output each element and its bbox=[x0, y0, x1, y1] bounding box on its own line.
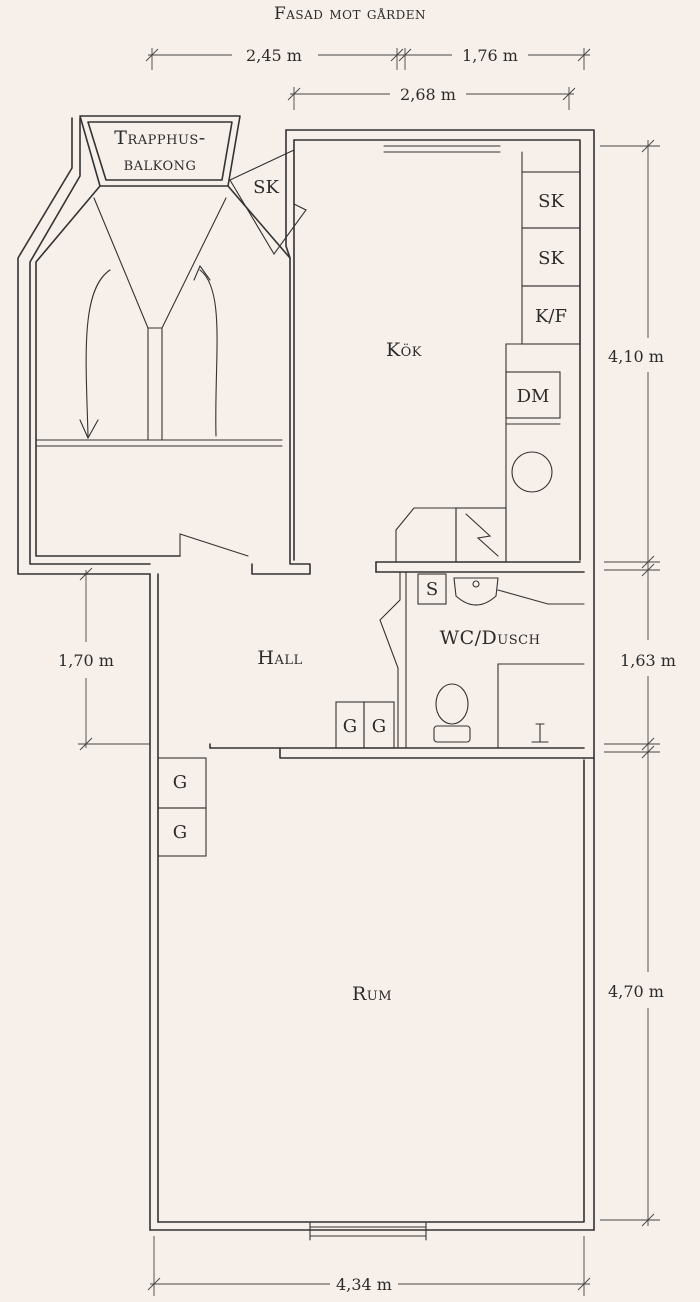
fixture-g-4: G bbox=[173, 822, 187, 843]
dimension-label: 2,45 m bbox=[246, 46, 302, 65]
room-label-hall: Hall bbox=[257, 647, 302, 669]
dimension-label: 2,68 m bbox=[400, 85, 456, 104]
kitchen-fixtures: SK SK SK K/F DM bbox=[229, 149, 581, 563]
toilet-cistern bbox=[433, 725, 471, 743]
fixture-kf: K/F bbox=[535, 306, 567, 327]
room-label-balcony-line2: balkong bbox=[124, 153, 197, 175]
fixture-sk-1: SK bbox=[538, 191, 564, 212]
shower-icon bbox=[531, 723, 549, 743]
dimension-label: 1,63 m bbox=[620, 651, 676, 670]
fixture-g-2: G bbox=[372, 716, 386, 737]
dimension-right-wc: 1,63 m bbox=[604, 555, 676, 750]
fixture-sk-2: SK bbox=[538, 248, 564, 269]
dimension-left-hall: 1,70 m bbox=[58, 567, 150, 751]
dimension-label: 4,34 m bbox=[336, 1275, 392, 1294]
walls bbox=[149, 129, 595, 1241]
facade-label: Fasad mot gården bbox=[274, 4, 426, 24]
fixture-dm: DM bbox=[517, 386, 550, 407]
hall-cabinets: G G G G bbox=[157, 701, 395, 857]
dimension-top-inner: 2,68 m bbox=[287, 85, 576, 110]
dimension-right-room: 4,70 m bbox=[600, 737, 664, 1227]
room-label-balcony-line1: Trapphus- bbox=[114, 127, 205, 149]
dimension-label: 1,76 m bbox=[462, 46, 518, 65]
stairwell bbox=[17, 115, 291, 575]
toilet-icon bbox=[435, 683, 469, 725]
stove-icon bbox=[511, 451, 553, 493]
dimension-bottom: 4,34 m bbox=[147, 1236, 591, 1296]
fixture-g-1: G bbox=[343, 716, 357, 737]
faucet-icon bbox=[472, 580, 480, 588]
bathroom-fixtures: S bbox=[417, 573, 549, 743]
fixture-g-3: G bbox=[173, 772, 187, 793]
fixture-sk-corner: SK bbox=[253, 177, 279, 198]
room-label-room: Rum bbox=[352, 983, 392, 1005]
dimension-top-right: 1,76 m bbox=[398, 46, 591, 70]
room-label-kitchen: Kök bbox=[386, 339, 422, 361]
dimension-label: 4,70 m bbox=[608, 982, 664, 1001]
fixture-sink: S bbox=[426, 579, 438, 600]
dimension-right-kitchen: 4,10 m bbox=[600, 139, 664, 566]
dimension-label: 4,10 m bbox=[608, 347, 664, 366]
washbasin-icon bbox=[453, 577, 499, 606]
electric-panel-icon bbox=[465, 513, 499, 557]
dimension-top-left: 2,45 m bbox=[145, 46, 404, 70]
dimension-label: 1,70 m bbox=[58, 651, 114, 670]
room-label-wc: WC/Dusch bbox=[440, 627, 541, 649]
